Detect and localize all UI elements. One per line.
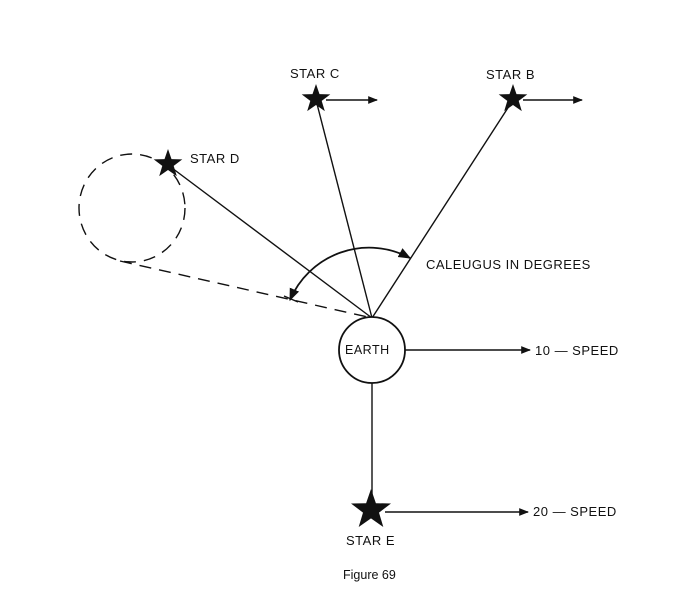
earth-speed-label: 10 — SPEED (535, 343, 619, 358)
star-d-icon (153, 149, 183, 177)
dashed-line-orbit (119, 260, 373, 319)
figure-caption: Figure 69 (343, 568, 396, 582)
star-e-speed-label: 20 — SPEED (533, 504, 617, 519)
star-c-label: STAR C (290, 66, 340, 81)
angle-tick (283, 295, 299, 303)
star-e-icon (351, 489, 391, 527)
earth-circle (338, 316, 406, 384)
star-d-label: STAR D (190, 151, 240, 166)
line-earth-star-d (167, 164, 373, 319)
line-earth-star-b (371, 99, 514, 319)
star-b-label: STAR B (486, 67, 535, 82)
star-e-label: STAR E (346, 533, 395, 548)
earth-label: EARTH (345, 343, 390, 357)
star-c-icon (301, 84, 331, 112)
star-b-icon (498, 84, 528, 112)
dashed-orbit-circle (78, 153, 186, 263)
line-earth-star-c (315, 99, 373, 319)
angle-label: CALEUGUS IN DEGREES (426, 257, 591, 272)
angle-arc (289, 246, 412, 302)
